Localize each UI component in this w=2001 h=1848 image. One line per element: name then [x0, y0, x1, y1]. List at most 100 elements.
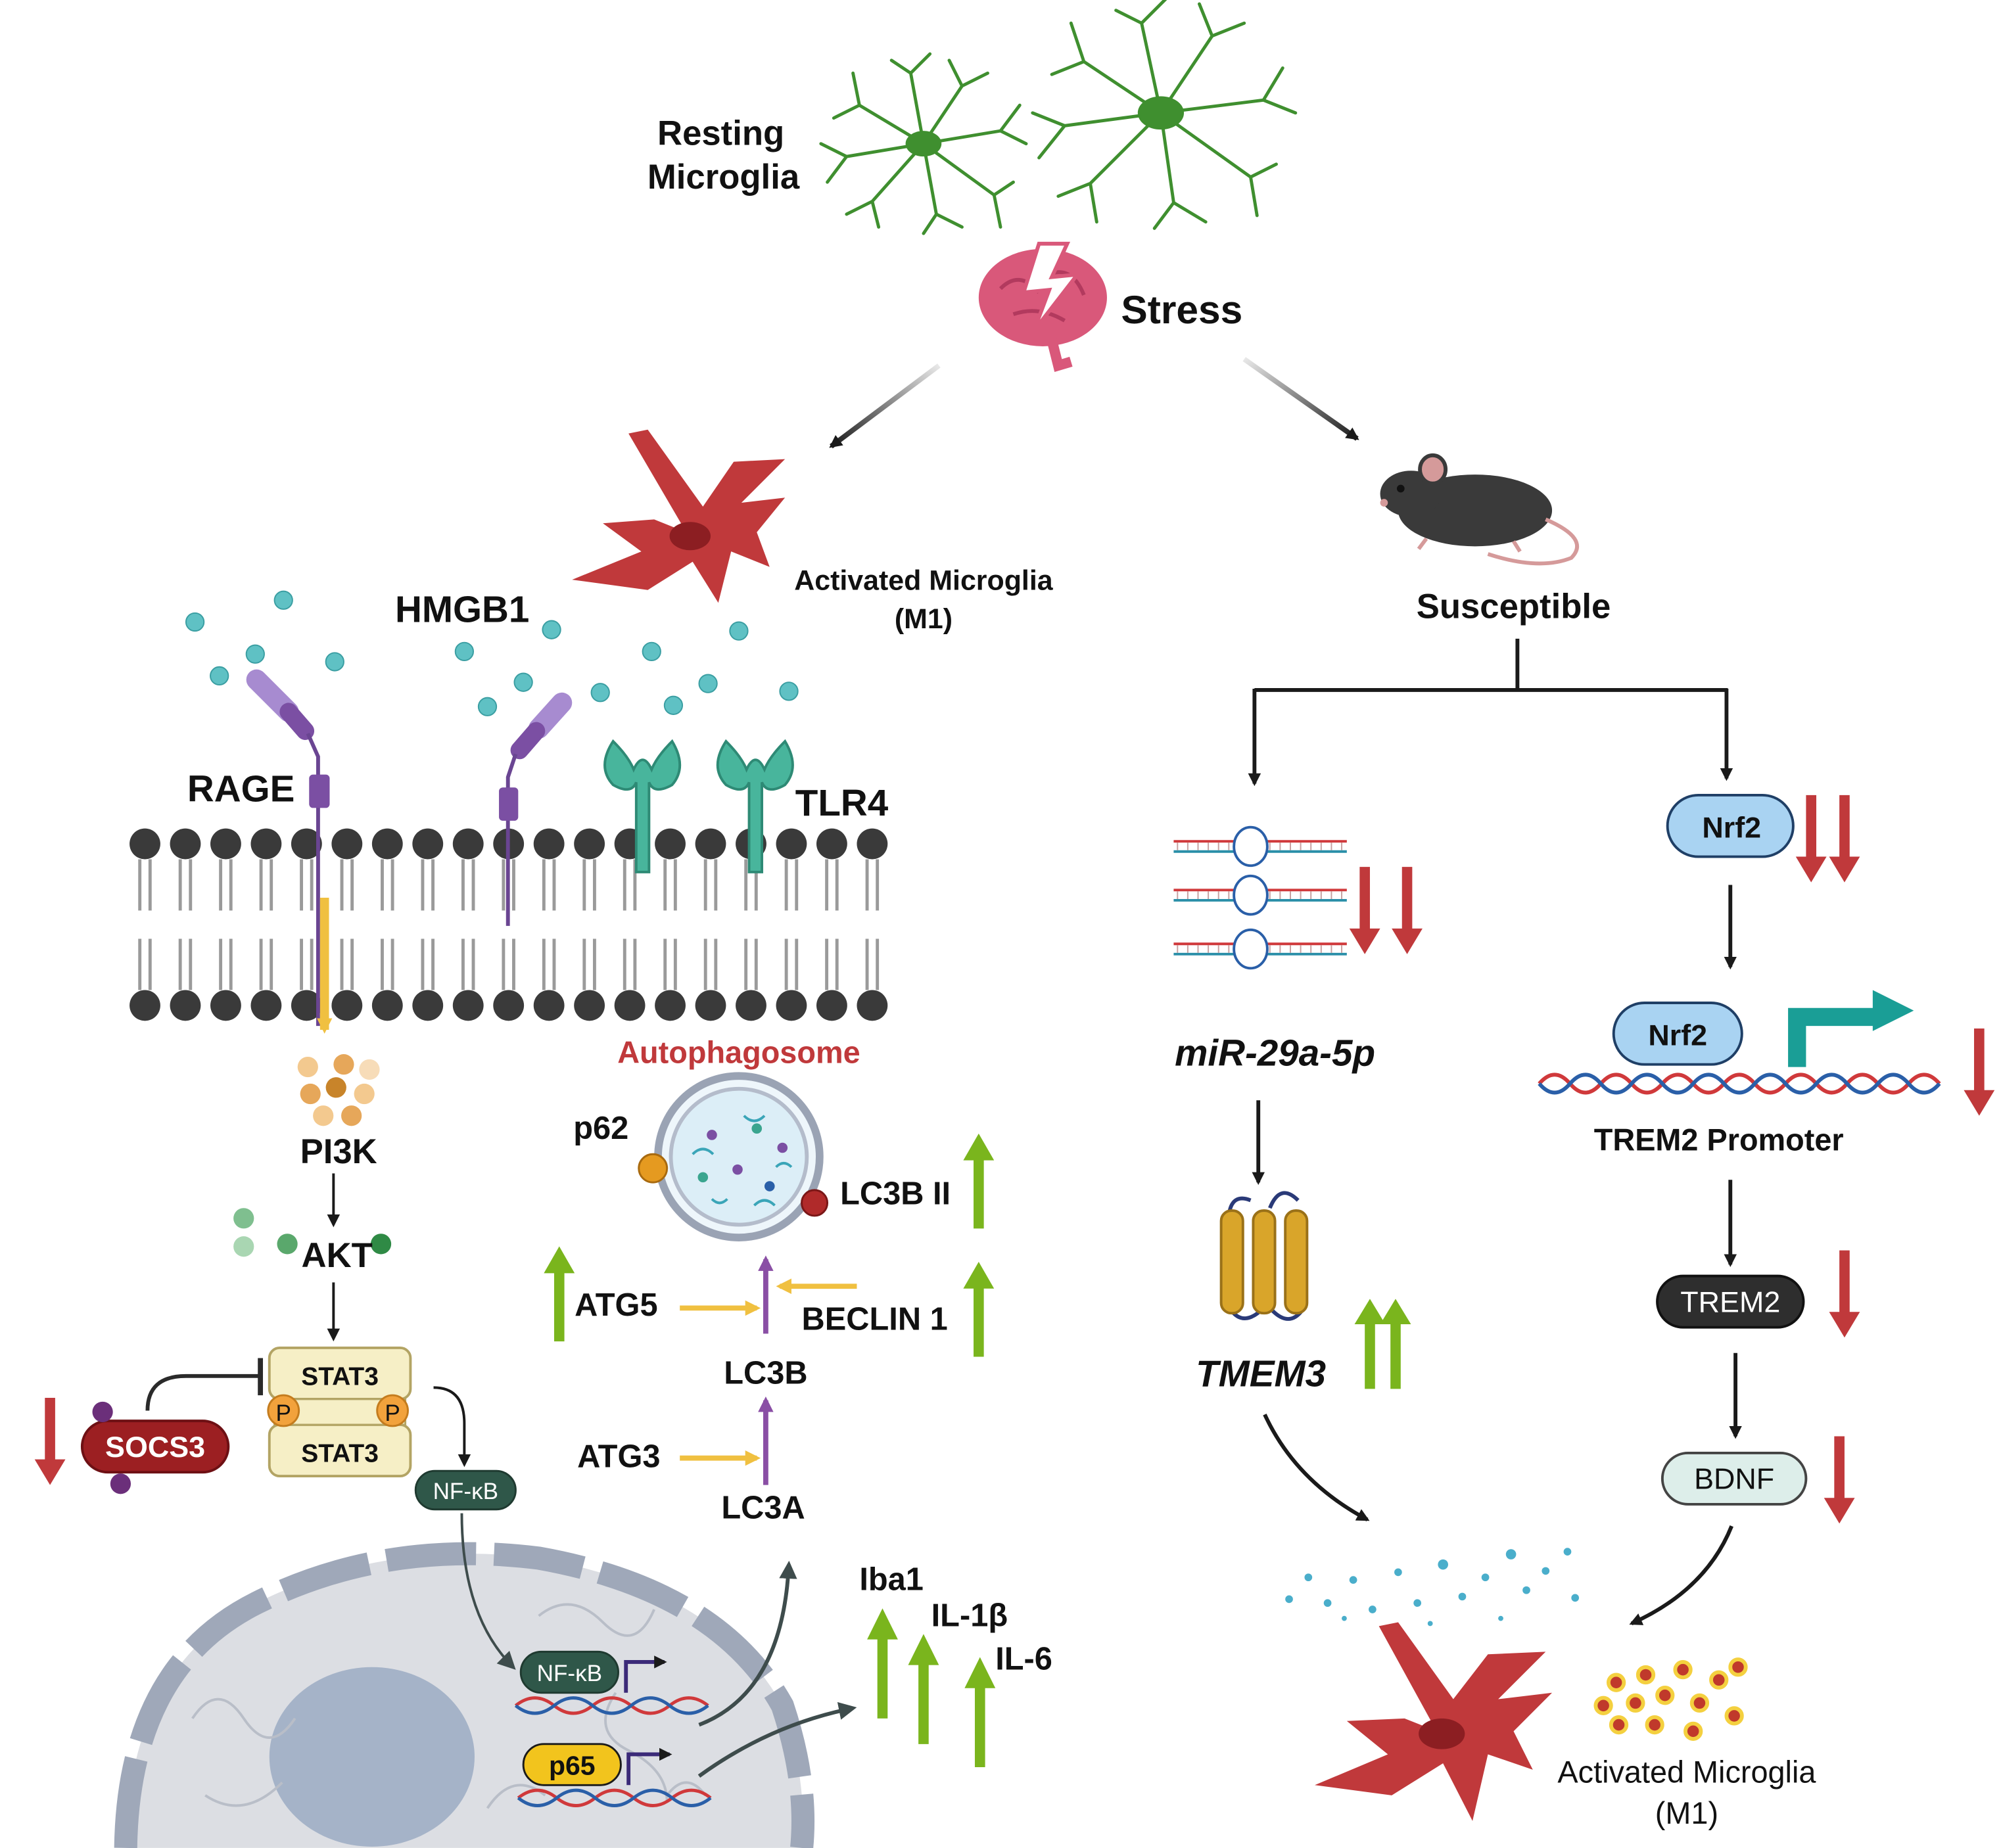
stat3-top-label: STAT3	[301, 1362, 379, 1391]
tmem3-up-arrow-1	[1354, 1299, 1386, 1389]
beclin1-label: BECLIN 1	[802, 1302, 948, 1337]
phospho-left: P	[276, 1400, 291, 1426]
arrow-stress-to-activated	[829, 363, 941, 449]
arrow-stat3-nfkb	[433, 1386, 471, 1467]
p65-transcription-arrow	[626, 1747, 672, 1786]
trem2-label: TREM2	[1680, 1285, 1780, 1318]
nrf2-dna-pill	[1612, 1002, 1743, 1066]
akt-particles	[233, 1208, 392, 1257]
activated-microglia-bottom-label-line2: (M1)	[1655, 1796, 1718, 1830]
trem2-pill	[1656, 1274, 1805, 1329]
tlr4-receptor	[603, 739, 794, 873]
nfkb-nucleus-label: NF-κB	[537, 1661, 602, 1686]
socs3-label: SOCS3	[105, 1430, 205, 1464]
socs3-down-arrow	[34, 1397, 66, 1485]
p65-label: p65	[549, 1751, 596, 1781]
mir-label: miR-29a-5p	[1175, 1032, 1375, 1074]
nrf2-top-pill	[1666, 793, 1795, 858]
akt-label: AKT	[302, 1236, 373, 1275]
pi3k-particles	[297, 1054, 380, 1126]
brain-stress-icon	[978, 241, 1107, 373]
cytokine-burst-particles	[1593, 1657, 1748, 1741]
atg3-label: ATG3	[577, 1439, 660, 1474]
phospho-right: P	[385, 1400, 400, 1426]
autophagosome	[654, 1072, 824, 1241]
p62-marker	[638, 1153, 669, 1184]
bdnf-down-arrow	[1824, 1436, 1855, 1524]
trem2-promoter-label: TREM2 Promoter	[1594, 1122, 1844, 1157]
arrow-tmem3-to-activated	[1263, 1414, 1370, 1521]
bdnf-label: BDNF	[1694, 1462, 1774, 1496]
tmem3-label: TMEM3	[1196, 1352, 1326, 1394]
pi3k-label: PI3K	[300, 1132, 377, 1171]
nucleus-dna-2	[517, 1788, 712, 1807]
mir-down-arrow-2	[1392, 867, 1423, 954]
trem2-promoter-down-arrow	[1964, 1028, 1995, 1116]
bdnf-pill	[1660, 1451, 1808, 1506]
nrf2-dna-label: Nrf2	[1648, 1018, 1707, 1051]
hmgb1-label: HMGB1	[395, 588, 529, 630]
lc3a-label: LC3A	[721, 1490, 805, 1525]
rage-label: RAGE	[187, 768, 294, 810]
nucleus	[114, 1542, 815, 1848]
arrow-bdnf-to-activated	[1629, 1525, 1733, 1626]
nrf2-down-arrow-1	[1795, 795, 1827, 883]
nucleus-dna-1	[514, 1696, 709, 1715]
lc3b-ii-marker	[801, 1189, 829, 1217]
arrow-nucleus-to-cytokines	[697, 1702, 857, 1778]
trem2-down-arrow	[1829, 1250, 1860, 1338]
p62-label: p62	[573, 1111, 628, 1146]
lc3b-ii-up-arrow	[963, 1133, 995, 1229]
mouse-illustration	[1380, 453, 1579, 566]
resting-microglia-nucleus-right	[1137, 96, 1185, 130]
iba1-label: Iba1	[859, 1562, 924, 1598]
il6-label: IL-6	[995, 1642, 1052, 1677]
susceptible-label: Susceptible	[1417, 588, 1611, 626]
branch-connector	[1254, 638, 1728, 692]
stat3-bottom-label: STAT3	[301, 1440, 379, 1468]
nrf2-down-arrow-2	[1829, 795, 1860, 883]
arrow-stress-to-mouse	[1242, 357, 1359, 441]
resting-microglia-nucleus-left	[905, 131, 942, 157]
mirna-hairpins	[1173, 825, 1347, 970]
rage-receptor-2	[499, 692, 573, 926]
beclin1-up-arrow	[963, 1261, 995, 1357]
resting-microglia-label: Resting	[657, 114, 784, 153]
arrow-nucleus-to-autophagy	[698, 1560, 797, 1727]
atg5-label: ATG5	[575, 1287, 657, 1323]
il6-up-arrow	[964, 1657, 996, 1767]
nfkb-nucleus-pill	[519, 1650, 619, 1694]
lc3b-ii-label: LC3B II	[840, 1176, 951, 1211]
tmem3-protein	[1219, 1191, 1309, 1321]
trem2-promoter-dna	[1538, 1073, 1941, 1095]
arrow-nfkb-to-nucleus	[460, 1513, 516, 1670]
activated-microglia-top-label-line2: (M1)	[895, 603, 953, 635]
nfkb-cyto-pill	[414, 1469, 517, 1511]
autophagosome-label: Autophagosome	[617, 1036, 860, 1070]
promoter-transcription-arrow	[1788, 990, 1914, 1067]
activated-microglia-bottom-illustration	[1315, 1622, 1553, 1821]
nrf2-top-label: Nrf2	[1702, 810, 1761, 844]
hmgb1-particles	[185, 590, 799, 716]
stat3-dimer	[267, 1346, 412, 1477]
p65-pill	[522, 1743, 622, 1786]
activated-microglia-top-label: Activated Microglia	[794, 565, 1054, 597]
iba1-up-arrow	[867, 1608, 898, 1719]
mir-down-arrow-1	[1349, 867, 1380, 954]
il1b-label: IL-1β	[931, 1598, 1008, 1633]
lc3b-label: LC3B	[724, 1356, 807, 1391]
activated-microglia-bottom-label: Activated Microglia	[1557, 1755, 1816, 1789]
socs3-pill	[80, 1401, 230, 1494]
nfkb-cyto-label: NF-κB	[433, 1479, 498, 1504]
il1b-up-arrow	[908, 1634, 939, 1744]
activated-microglia-top-illustration	[572, 429, 786, 603]
atg5-up-arrow	[544, 1246, 575, 1342]
nfkb-transcription-arrow	[624, 1655, 667, 1693]
tlr4-label: TLR4	[795, 782, 889, 823]
resting-microglia-illustration	[819, 0, 1298, 235]
stress-label: Stress	[1121, 287, 1242, 332]
socs3-inhibition-line	[145, 1374, 260, 1411]
resting-microglia-label-line2: Microglia	[647, 158, 800, 196]
rage-receptor	[246, 669, 330, 1027]
